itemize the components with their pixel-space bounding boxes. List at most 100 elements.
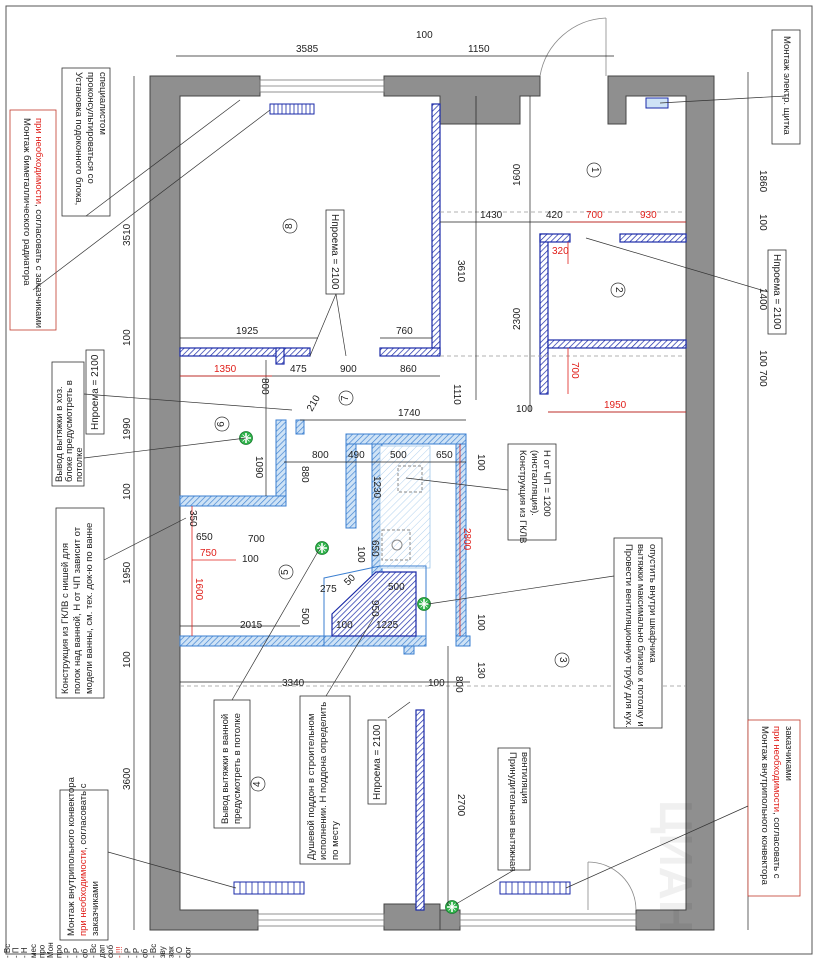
dim-text: 1350 <box>214 364 237 375</box>
dim-text: 350 <box>187 510 198 527</box>
note-convector-left-1: Монтаж внутрипольного конвектора <box>66 776 77 936</box>
dim-text: 100 <box>122 483 133 500</box>
legend-line: мес <box>29 944 38 958</box>
note-texts: Монтаж электр. щитка Установка подоконно… <box>21 36 794 936</box>
dim-text: 880 <box>299 466 310 483</box>
room-5: 5 <box>280 569 291 575</box>
legend-line: - Вс <box>3 944 12 958</box>
dim-text: 1150 <box>468 44 490 55</box>
dim-text: 275 <box>320 584 337 595</box>
dim-text: 100 <box>475 614 486 631</box>
door-swings <box>539 17 637 911</box>
dim-text: 930 <box>640 210 657 221</box>
dim-text: 2800 <box>461 528 472 551</box>
dim-text: 950 <box>369 600 380 617</box>
note-convector-right-1: Монтаж внутрипольного конвектора <box>759 726 770 886</box>
opening-label: Нпроема = 2100 <box>771 254 782 330</box>
room-numbers: 1 2 3 4 5 6 7 8 <box>216 167 624 787</box>
dim-text: 800 <box>312 450 329 461</box>
legend-line: Мон <box>46 942 55 958</box>
note-installation-3: Н от ЧП = 1200 <box>541 450 552 517</box>
dim-text: 1110 <box>451 384 462 405</box>
room-4: 4 <box>252 781 263 787</box>
exterior-walls <box>149 75 715 931</box>
legend-line: - Р <box>132 948 141 958</box>
note-convector-left-2: при необходимости <box>78 850 89 936</box>
installation-box <box>379 445 431 569</box>
room-2: 2 <box>613 287 624 293</box>
dim-text: 100 <box>336 620 353 631</box>
dim-text: 1740 <box>398 408 421 419</box>
note-shower-2: исполнении. Н поддона определить <box>318 702 329 860</box>
dim-text: 1430 <box>480 210 503 221</box>
dim-text: 500 <box>388 582 405 593</box>
legend-line: - Н <box>20 947 29 958</box>
dim-text: 760 <box>396 326 413 337</box>
dim-text: 700 <box>248 534 265 545</box>
note-window-3: специалистом <box>97 72 108 135</box>
dim-text: 3600 <box>122 767 133 790</box>
note-bath-niche-3: модели ванны, см. тех. док-ю по ванне <box>84 523 95 694</box>
dim-text: 700 <box>757 370 768 387</box>
watermark: ЦИАН <box>650 800 702 933</box>
dimension-lines <box>133 55 749 930</box>
note-bath-niche-2: полок над ванной, Н от ЧП зависит от <box>72 526 83 694</box>
dim-text: 420 <box>546 210 563 221</box>
note-radiator-3: , согласовать с заказчиками <box>33 204 44 328</box>
dim-text: 50 <box>342 572 358 588</box>
dim-text: 1225 <box>376 620 399 631</box>
note-convector-left-4: заказчиками <box>90 881 101 936</box>
legend-line: дап <box>98 945 107 958</box>
windows <box>257 79 637 927</box>
note-radiator-2: при необходимости <box>33 118 44 204</box>
dim-text: 1400 <box>757 288 768 311</box>
partitions <box>179 103 687 911</box>
note-convector-left-3: , согласовать с <box>78 783 89 850</box>
legend-line: зак <box>166 946 175 958</box>
dim-text: 100 <box>757 214 768 231</box>
legend-line: про <box>55 944 64 958</box>
dim-text: 1990 <box>122 417 133 440</box>
leader-lines <box>32 95 787 905</box>
opening-label: Нпроема = 2100 <box>90 354 101 430</box>
legend-line: - П <box>12 947 21 958</box>
dim-text: 100 <box>242 554 259 565</box>
opening-label: Нпроема = 2100 <box>329 214 340 290</box>
dim-text: 100 <box>757 350 768 367</box>
note-window-1: Установка подоконного блока, <box>73 72 84 205</box>
dim-text: 100 <box>428 678 445 689</box>
svg-text:при необходимости, согласовать: при необходимости, согласовать с заказчи… <box>33 118 44 328</box>
dim-text: 100 <box>122 651 133 668</box>
dim-text: 100 <box>122 329 133 346</box>
dim-text: 1600 <box>512 163 523 186</box>
dimension-lines-red <box>180 221 686 636</box>
dim-text: 900 <box>340 364 357 375</box>
legend-line: об <box>80 949 89 958</box>
note-electric-panel: Монтаж электр. щитка <box>781 36 792 136</box>
note-hoz-vent-1: Вывод вытяжки в хоз. <box>54 386 65 482</box>
room-6: 6 <box>216 421 227 427</box>
dim-text: 700 <box>586 210 603 221</box>
legend-line: - О <box>175 947 184 958</box>
note-convector-right-3: , согласовать с <box>771 812 782 879</box>
opening-boxes <box>85 209 787 805</box>
fan-icon-forced <box>444 899 460 915</box>
dim-text: 2300 <box>512 307 523 330</box>
note-bath-vent-2: предусмотреть в потолке <box>232 713 243 824</box>
legend-line: - Вс <box>149 944 158 958</box>
note-kitchen-vent-1: Провести вентиляционную трубу для кух. <box>623 544 634 728</box>
room-1: 1 <box>589 167 600 173</box>
dim-text: 1950 <box>122 561 133 584</box>
legend-line: об <box>141 949 150 958</box>
dim-text: 1090 <box>253 456 264 479</box>
dim-text: 1925 <box>236 326 259 337</box>
note-bath-vent-1: Вывод вытяжки в ванной <box>220 714 231 824</box>
dim-text: 650 <box>196 532 213 543</box>
dim-text: 650 <box>369 540 380 557</box>
dim-text: 130 <box>475 662 486 679</box>
legend-line: - Вс <box>89 944 98 958</box>
note-radiator-1: Монтаж биметаллического радиатора <box>21 118 32 286</box>
dim-text: 1860 <box>757 170 768 193</box>
legend-line: - Р <box>72 948 81 958</box>
